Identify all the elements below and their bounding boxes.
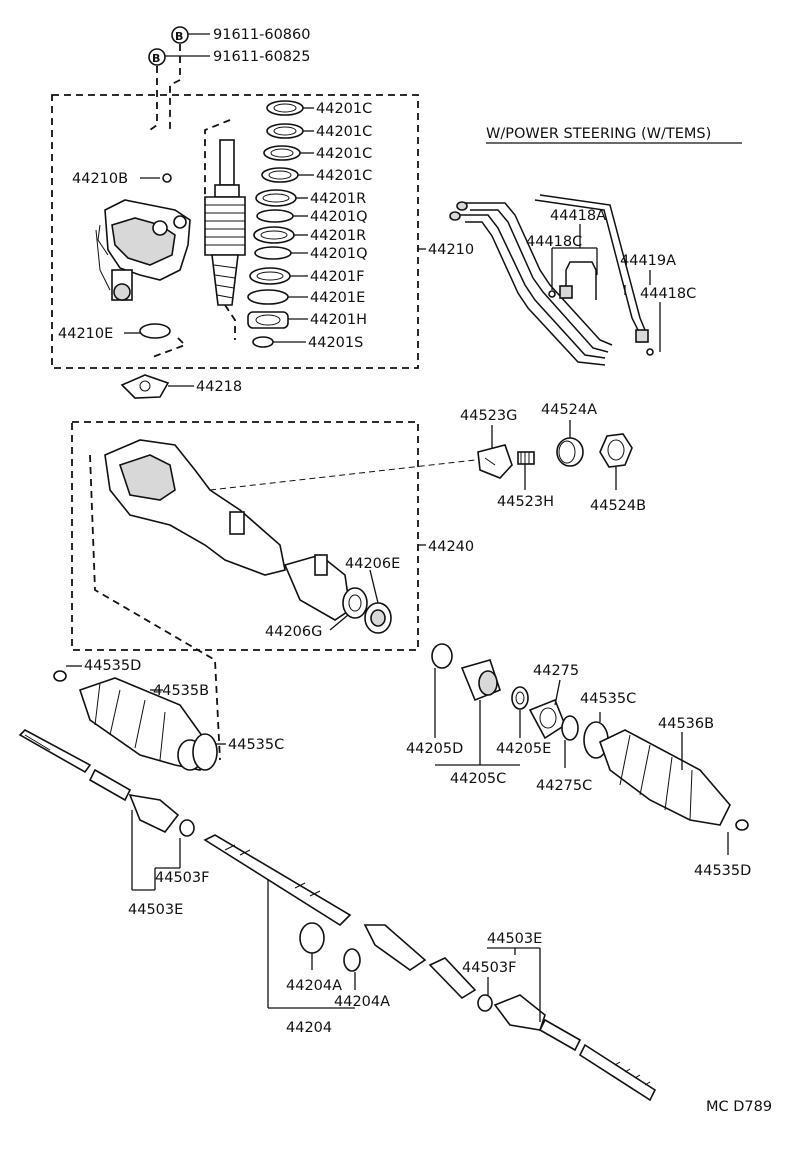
locknut-44524b — [599, 433, 633, 468]
label-44418C-2: 44418C — [640, 286, 696, 302]
label-44201R-2: 44201R — [310, 228, 366, 244]
bushing-44206g — [364, 602, 392, 634]
tie-rod-end-right — [477, 994, 657, 1102]
nut-44275 — [528, 698, 566, 740]
clip-44535d-left — [53, 670, 67, 682]
label-91611-60860: 91611-60860 — [213, 27, 311, 43]
label-44275: 44275 — [533, 663, 579, 679]
label-44240: 44240 — [428, 539, 474, 555]
ring-44275c — [561, 715, 579, 741]
label-44536B: 44536B — [658, 716, 714, 732]
label-44503F-2: 44503F — [462, 960, 516, 976]
ring-44205e — [511, 686, 529, 710]
label-44503E-2: 44503E — [487, 931, 542, 947]
plate-44218 — [120, 374, 170, 399]
bushing-44206e — [342, 587, 368, 619]
label-44201C-3: 44201C — [316, 146, 372, 162]
label-44535C-1: 44535C — [228, 737, 284, 753]
bolt-marker-1: B — [171, 26, 189, 44]
screw-44210b — [162, 173, 172, 183]
bushing-44205c — [460, 659, 501, 702]
label-44201C-4: 44201C — [316, 168, 372, 184]
label-44210E: 44210E — [58, 326, 113, 342]
seal-44201q-1 — [256, 209, 294, 223]
label-44275C: 44275C — [536, 778, 592, 794]
clamp-44418c-1 — [548, 290, 556, 298]
label-44503E-1: 44503E — [128, 902, 183, 918]
seal-44201q-2 — [254, 246, 292, 260]
label-44503F-1: 44503F — [155, 870, 209, 886]
label-44201Q-2: 44201Q — [310, 246, 368, 262]
label-44523G: 44523G — [460, 408, 517, 424]
label-91611-60825: 91611-60825 — [213, 49, 311, 65]
label-44535D-2: 44535D — [694, 863, 751, 879]
gear-housing — [95, 199, 191, 301]
svg-text:B: B — [175, 30, 183, 43]
label-44205C: 44205C — [450, 771, 506, 787]
seal-44201c-3 — [263, 145, 301, 161]
label-44535D-1: 44535D — [84, 658, 141, 674]
clamp-44418c-2 — [646, 348, 654, 356]
label-44201F: 44201F — [310, 269, 364, 285]
label-44206G: 44206G — [265, 624, 322, 640]
rack-housing-group-box — [71, 421, 419, 651]
rack-housing — [104, 439, 351, 621]
oring-44205d — [431, 643, 453, 669]
pinion-shaft — [204, 119, 246, 306]
pressure-tubes — [449, 194, 649, 366]
label-44418C-1: 44418C — [526, 234, 582, 250]
label-44523H: 44523H — [497, 494, 554, 510]
label-44419A: 44419A — [620, 253, 676, 269]
diagram-title: W/POWER STEERING (W/TEMS) — [486, 126, 711, 142]
seal-44201c-4 — [261, 167, 299, 183]
label-44524A: 44524A — [541, 402, 597, 418]
label-44205E: 44205E — [496, 741, 551, 757]
nut-44201h — [247, 311, 289, 329]
label-44524B: 44524B — [590, 498, 646, 514]
seal-44201c-2 — [266, 123, 304, 139]
seal-44201c-1 — [266, 100, 304, 116]
ring-44204a-2 — [343, 948, 361, 972]
ring-44204a-1 — [299, 922, 325, 954]
ring-44201s — [252, 336, 274, 348]
seal-44201r-2 — [253, 226, 295, 244]
seal-44210e — [139, 323, 171, 339]
label-44201R-1: 44201R — [310, 191, 366, 207]
label-44204A-2: 44204A — [334, 994, 390, 1010]
label-44206E: 44206E — [345, 556, 400, 572]
label-44205D: 44205D — [406, 741, 463, 757]
label-44201C-1: 44201C — [316, 101, 372, 117]
label-44210: 44210 — [428, 242, 474, 258]
label-44418A: 44418A — [550, 208, 606, 224]
label-44201S: 44201S — [308, 335, 363, 351]
cap-44524a — [556, 437, 584, 467]
label-44201E: 44201E — [310, 290, 365, 306]
label-44201Q-1: 44201Q — [310, 209, 368, 225]
spring-44523h — [517, 451, 535, 465]
rack-shaft — [203, 834, 477, 1000]
seal-44201e — [247, 289, 289, 305]
label-44535B: 44535B — [153, 683, 209, 699]
gear-housing-group-box — [51, 94, 419, 369]
label-44218: 44218 — [196, 379, 242, 395]
label-44210B: 44210B — [72, 171, 128, 187]
clamp-44535c-left — [192, 733, 218, 771]
bolt-marker-2: B — [148, 48, 166, 66]
label-44204: 44204 — [286, 1020, 332, 1036]
label-44201C-2: 44201C — [316, 124, 372, 140]
svg-text:B: B — [152, 52, 160, 65]
clip-44535d-right — [735, 819, 749, 831]
seal-44201f — [249, 267, 291, 285]
label-44535C-2: 44535C — [580, 691, 636, 707]
part-44523g — [477, 444, 513, 479]
figure-code: MC D789 — [706, 1099, 772, 1115]
boot-44536b-right — [599, 729, 731, 826]
tie-rod-end-left — [18, 729, 195, 837]
seal-44201r-1 — [255, 189, 297, 207]
label-44204A-1: 44204A — [286, 978, 342, 994]
label-44201H: 44201H — [310, 312, 367, 328]
